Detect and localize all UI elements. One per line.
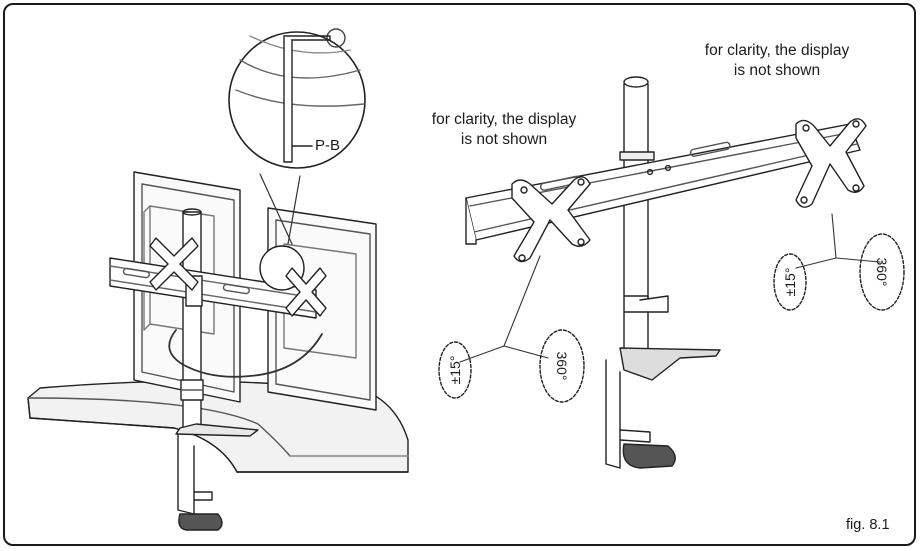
left-pole xyxy=(180,208,204,433)
swivel-ellipse-left xyxy=(539,329,585,403)
left-assembly-drawing xyxy=(27,28,409,531)
clarity-note-right-line2: is not shown xyxy=(733,62,821,79)
clarity-note-right-line1: for clarity, the display xyxy=(704,42,850,59)
part-label-pb: P-B xyxy=(315,137,341,154)
right-desk-clamp xyxy=(605,347,721,469)
zoom-leader xyxy=(287,175,301,245)
clarity-note-left-line1: for clarity, the display xyxy=(431,111,577,128)
cable xyxy=(168,329,323,378)
clarity-note-left-line2: is not shown xyxy=(460,131,548,148)
figure-number: fig. 8.1 xyxy=(846,517,890,533)
tilt-label-right: ±15° xyxy=(782,268,798,297)
zoom-detail-circle xyxy=(228,28,366,169)
clarity-note-right: for clarity, the display is not shown xyxy=(672,41,882,81)
rotation-leader-lines xyxy=(459,213,881,363)
tilt-label-left: ±15° xyxy=(447,356,463,385)
right-pole xyxy=(619,76,669,351)
right-vesa-plate xyxy=(259,245,327,317)
tilt-ellipse-left xyxy=(438,341,472,399)
left-vesa-plate xyxy=(149,237,199,291)
tilt-ellipse-right xyxy=(773,253,807,311)
right-left-vesa-plate xyxy=(511,176,591,263)
swivel-label-right: 360° xyxy=(874,258,890,287)
clarity-note-left: for clarity, the display is not shown xyxy=(404,110,604,150)
swivel-ellipse-right xyxy=(859,233,905,311)
right-assembly-drawing: ±15° 360° ±15° 360° xyxy=(438,76,905,469)
swivel-label-left: 360° xyxy=(554,352,570,381)
left-desk-clamp xyxy=(175,423,259,531)
right-right-vesa-plate xyxy=(795,118,867,208)
